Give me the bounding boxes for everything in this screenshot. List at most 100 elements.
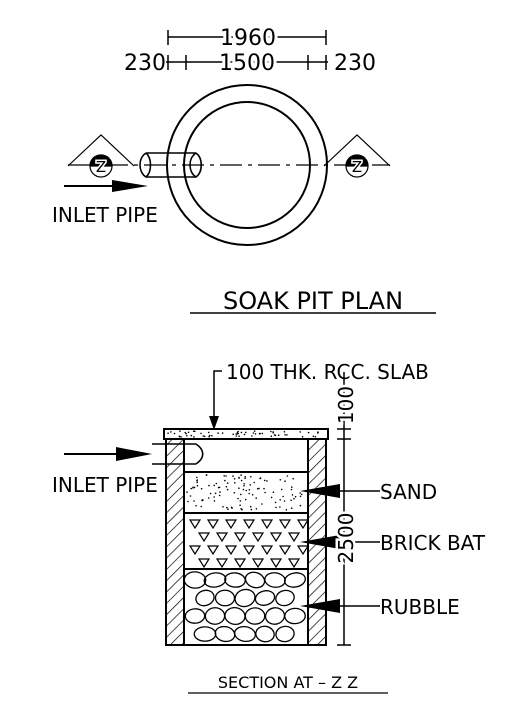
slab-label: 100 THK. RCC. SLAB [226,360,429,384]
brick-bat-piece [188,545,202,556]
rubble-stone [204,607,226,625]
brick-bat-piece [251,532,265,543]
texture-dot [225,475,227,477]
texture-dot [282,495,284,498]
texture-dot [299,431,302,433]
texture-dot [294,495,297,498]
texture-dot [270,435,273,438]
texture-dot [234,482,236,484]
texture-dot [279,499,282,501]
texture-dot [233,492,236,494]
texture-dot [223,475,225,477]
rubble-stone [264,572,286,588]
texture-dot [221,432,224,434]
texture-dot [249,484,252,486]
section-inlet-pipe [152,443,204,465]
texture-dot [209,492,212,495]
texture-dot [299,495,302,498]
rcc-slab [163,428,329,440]
brick-bat-piece [224,545,238,556]
texture-dot [283,500,286,502]
texture-dot [230,506,233,509]
texture-dot [185,432,187,435]
brick-bat-layer [188,519,310,569]
sand-label: SAND [380,480,437,504]
brick-bat-piece [188,519,202,530]
texture-dot [200,432,202,435]
texture-dot [217,432,219,434]
texture-dot [254,433,257,435]
texture-dot [226,506,228,509]
overall-diameter-dim: 1960 [220,26,276,51]
rubble-stone [275,589,295,607]
texture-dot [193,500,195,502]
rubble-stone [224,572,246,588]
texture-dot [279,479,282,481]
texture-dot [232,475,234,477]
texture-dot [261,503,263,505]
texture-dot [245,431,247,434]
texture-dot [284,480,286,483]
texture-dot [253,430,256,432]
inner-diameter-dim: 1500 [219,51,275,76]
rubble-stone [234,588,256,608]
texture-dot [219,491,221,493]
texture-dot [299,492,302,494]
texture-dot [253,481,255,484]
left-brick-wall [165,438,185,646]
texture-dot [307,431,310,434]
texture-dot [291,486,293,488]
texture-dot [258,487,260,490]
plan-inlet-label: INLET PIPE [52,203,158,227]
texture-dot [196,481,198,484]
texture-dot [249,505,252,508]
texture-dot [179,430,181,432]
brick-bat-piece [233,558,247,569]
wall-thickness-dim-left: 230 [124,51,166,76]
texture-dot [200,487,203,490]
texture-dot [274,501,277,504]
texture-dot [290,507,293,510]
texture-dot [284,434,286,436]
rubble-leader-arrow [300,599,340,613]
section-mark-left-letter: Z [96,158,106,176]
texture-dot [251,435,253,437]
texture-dot [239,500,242,502]
texture-dot [235,433,237,435]
section-marker-left [67,134,135,178]
texture-dot [252,432,255,434]
texture-dot [224,479,226,482]
texture-dot [213,496,215,498]
texture-dot [251,494,254,496]
texture-dot [200,505,202,508]
texture-dot [187,500,189,503]
texture-dot [314,436,317,438]
texture-dot [237,497,239,500]
brick-bat-piece [278,545,292,556]
brick-bat-piece [242,545,256,556]
rubble-stone [184,608,206,624]
rubble-stone [195,589,215,607]
texture-dot [170,431,172,433]
texture-dot [270,496,273,499]
texture-dot [180,436,182,438]
texture-dot [264,491,266,494]
texture-dot [193,436,195,438]
brick-bat-piece [206,545,220,556]
brick-bat-piece [197,532,211,543]
texture-dot [290,488,293,491]
texture-dot [259,433,261,435]
texture-dot [187,431,190,434]
texture-dot [239,504,241,507]
texture-dot [263,487,265,490]
section-inlet-arrow [116,447,152,461]
texture-dot [301,493,303,496]
texture-dot [190,434,193,437]
texture-dot [184,431,186,434]
texture-dot [214,492,217,495]
plan-view [64,30,436,314]
slab-texture [167,430,319,438]
texture-dot [279,506,281,508]
brick-bat-piece [242,519,256,530]
plan-inlet-arrow [112,180,148,192]
